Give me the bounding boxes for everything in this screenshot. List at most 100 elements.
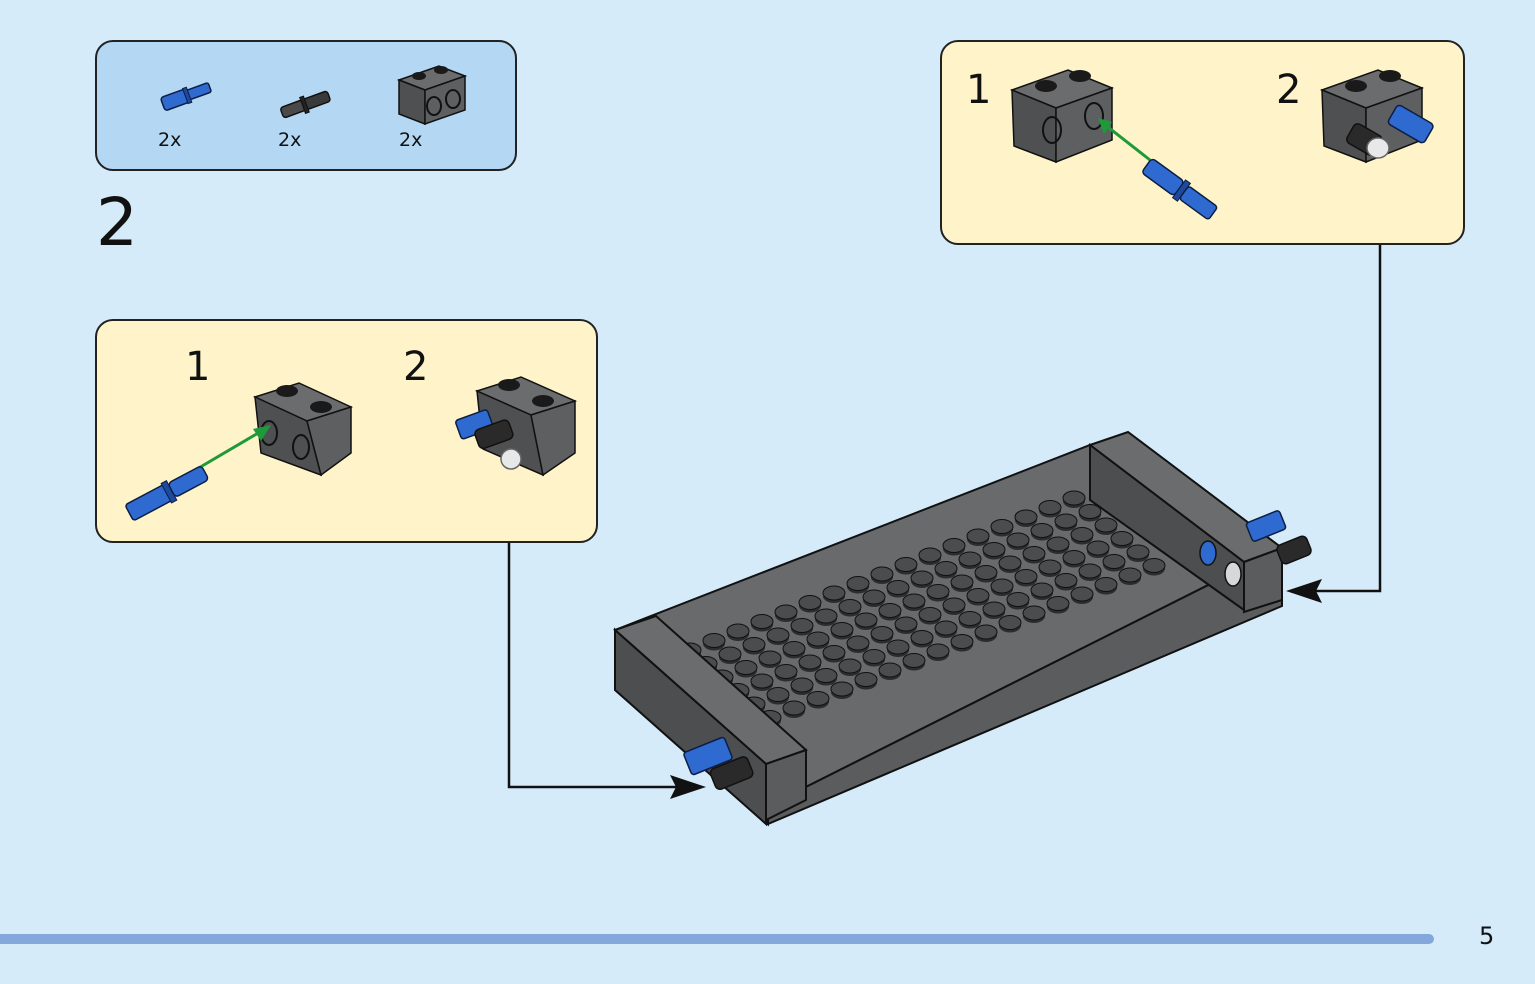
stud-top	[1022, 546, 1046, 561]
step-number: 2	[96, 184, 138, 261]
stud-top	[1030, 582, 1054, 598]
stud-top	[926, 584, 950, 599]
callout-arrowhead-left	[670, 775, 706, 799]
stud-top	[822, 645, 846, 660]
stud-top	[846, 576, 870, 591]
insert-arrow	[196, 427, 266, 471]
stud-top	[822, 585, 846, 601]
stud-top	[918, 607, 942, 622]
stud-top	[830, 622, 854, 637]
stud-top	[766, 687, 790, 702]
insert-arrow	[1103, 122, 1151, 162]
stud-top	[902, 653, 926, 668]
stud-top	[1030, 523, 1054, 538]
stud-top	[934, 620, 958, 636]
stud-top	[990, 519, 1014, 534]
stud-top	[750, 614, 774, 629]
stud-top	[1110, 531, 1134, 546]
stud-top	[894, 616, 918, 632]
stud-top	[1070, 527, 1094, 542]
substep-box-right: 1 2	[940, 40, 1465, 245]
blue-axle-pin	[1245, 510, 1287, 542]
technic-brick-1x2-icon	[396, 65, 468, 126]
part-qty-3: 2x	[399, 129, 423, 151]
substep-left-num-1: 1	[185, 344, 211, 390]
substep-left-illustration	[125, 376, 578, 521]
substep-right-illustration	[1009, 69, 1434, 220]
stud-top	[790, 677, 814, 693]
stud-top	[1102, 554, 1126, 569]
stud-top	[942, 597, 966, 613]
black-pin-icon	[280, 90, 331, 119]
stud-top	[1054, 513, 1078, 529]
stud-top	[950, 634, 974, 649]
stud-top	[878, 662, 902, 678]
footer-progress-bar	[0, 934, 1434, 944]
page-number: 5	[1479, 922, 1495, 950]
stud-top	[926, 643, 950, 659]
stud-top	[774, 604, 798, 620]
stud-top	[1078, 563, 1102, 579]
part-qty-1: 2x	[158, 129, 182, 151]
stud-top	[758, 650, 782, 666]
stud-top	[846, 635, 870, 651]
stud-top	[838, 658, 862, 674]
stud-top	[806, 691, 830, 706]
part-qty-2: 2x	[278, 129, 302, 151]
stud-top	[1062, 490, 1086, 506]
stud-top	[870, 566, 894, 582]
stud-top	[918, 547, 942, 563]
substep-left-num-2: 2	[403, 344, 429, 390]
stud-top	[1142, 558, 1166, 573]
stud-top	[910, 630, 934, 645]
stud-top	[1046, 536, 1070, 552]
stud-top	[702, 633, 726, 648]
stud-top	[1070, 586, 1094, 602]
stud-top	[1062, 550, 1086, 565]
stud-top	[878, 603, 902, 618]
stud-top	[966, 528, 990, 544]
stud-top	[1118, 567, 1142, 583]
stud-top	[942, 538, 966, 553]
stud-top	[766, 627, 790, 643]
blue-axle-pin-icon	[160, 82, 212, 111]
black-pin	[709, 756, 754, 791]
stud-top	[902, 593, 926, 609]
stud-top	[886, 580, 910, 595]
technic-brick-with-pin-icon	[1319, 69, 1434, 164]
stud-top	[734, 660, 758, 675]
stud-top	[1126, 544, 1150, 560]
stud-top	[974, 565, 998, 580]
plate-studs	[678, 490, 1166, 728]
stud-top	[1054, 573, 1078, 588]
stud-top	[1022, 605, 1046, 621]
stud-top	[998, 615, 1022, 630]
stud-top	[1006, 592, 1030, 607]
parts-list-box: 2x 2x 2x	[95, 40, 517, 171]
stud-top	[886, 639, 910, 655]
stud-top	[718, 646, 742, 662]
stud-top	[1078, 504, 1102, 519]
stud-top	[1014, 569, 1038, 584]
blue-axle-pin	[683, 736, 733, 776]
stud-top	[990, 578, 1014, 594]
stud-top	[806, 631, 830, 647]
stud-top	[726, 623, 750, 639]
end-brick-left	[613, 614, 808, 827]
stud-top	[1046, 596, 1070, 611]
stud-top	[798, 654, 822, 670]
callout-connector-left	[507, 543, 680, 789]
stud-top	[814, 608, 838, 624]
stud-top	[782, 700, 806, 716]
stud-top	[910, 570, 934, 586]
insert-arrowhead	[253, 425, 271, 441]
stud-top	[790, 618, 814, 633]
stud-top	[1038, 500, 1062, 515]
parts-icons	[160, 65, 468, 126]
stud-top	[982, 601, 1006, 617]
stud-top	[998, 555, 1022, 571]
stud-top	[966, 588, 990, 603]
stud-top	[814, 668, 838, 683]
stud-top	[870, 626, 894, 641]
